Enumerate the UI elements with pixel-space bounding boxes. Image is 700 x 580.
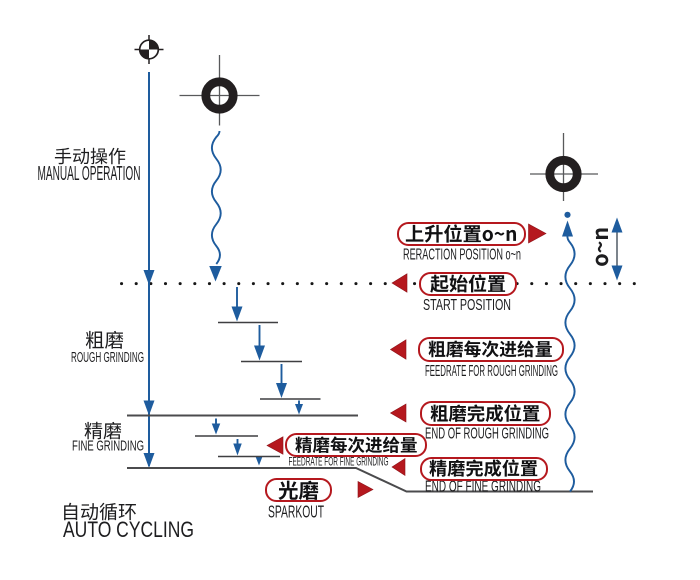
manual-operation-line	[143, 72, 155, 468]
approach-wave-arrow-icon	[209, 266, 222, 282]
center-mark-quadrant	[149, 40, 159, 50]
range-arrow-down-icon	[611, 265, 623, 281]
retraction-range-label	[595, 228, 609, 266]
level-lines	[127, 414, 593, 493]
marker-feed-rough-arrow-icon	[389, 339, 407, 360]
step-platform-lines	[195, 321, 321, 458]
callout-markers	[266, 223, 547, 498]
cjk-glyph-text	[429, 459, 538, 478]
manual-line-arrow-icon	[143, 270, 155, 285]
label-rough-cn	[85, 330, 124, 350]
approach-wave-path	[210, 130, 222, 265]
label-auto-en: AUTO CYCLING	[63, 517, 194, 542]
callout-end-rough-text	[430, 404, 540, 423]
callout-end-fine-subtitle: END OF FINE GRINDING	[425, 479, 541, 496]
label-manual-cn	[54, 147, 126, 165]
range-arrow-up-icon	[611, 217, 623, 233]
retraction-wave-path	[564, 236, 576, 493]
cjk-glyph-text	[294, 436, 417, 454]
callout-start-text	[429, 274, 506, 293]
grinding-wheel-icon-right	[530, 133, 598, 201]
feed-step-arrow-icon	[231, 306, 243, 322]
wheel-ring	[545, 155, 582, 193]
cjk-glyph-text	[277, 480, 318, 500]
cjk-glyph-text	[84, 422, 122, 440]
callout-end-rough-box	[419, 401, 551, 426]
retraction-range-arrow	[611, 217, 623, 281]
cjk-glyph-text	[54, 147, 126, 165]
callout-reaction-box	[396, 221, 526, 246]
feed-step-arrow-icon	[254, 345, 265, 361]
label-fine-en: FINE GRINDING	[72, 438, 144, 455]
callout-sparkout-box	[264, 478, 332, 502]
center-mark-quadrant	[139, 49, 149, 59]
wheel-approach-wavy-line	[209, 130, 222, 282]
cjk-glyph-text	[63, 502, 136, 521]
cjk-glyph-text	[405, 224, 516, 243]
callout-feed-rough-text	[428, 340, 553, 358]
cjk-glyph-text	[85, 330, 124, 349]
feed-step-arrow-icon	[255, 456, 263, 466]
callout-start-box	[418, 271, 517, 296]
wheel-ring	[201, 77, 238, 114]
feed-step-arrow-icon	[276, 383, 287, 398]
retraction-up-arrow-icon	[562, 220, 573, 237]
english-captions: MANUAL OPERATION ROUGH GRINDING FINE GRI…	[38, 163, 559, 542]
feed-step-arrow-icon	[233, 443, 242, 456]
callout-feed-fine-box	[284, 433, 427, 457]
marker-start-arrow-icon	[391, 273, 408, 293]
callout-feed-rough-subtitle: FEEDRATE FOR ROUGH GRINDING	[425, 363, 558, 380]
retraction-wavy-line	[562, 211, 576, 493]
feed-step-arrow-icon	[295, 404, 303, 415]
cjk-glyph-text	[429, 274, 505, 293]
callout-reaction-subtitle: RERACTION POSITION o~n	[403, 247, 521, 264]
label-fine-cn	[84, 421, 122, 440]
marker-feed-fine-arrow-icon	[266, 436, 284, 455]
marker-sparkout-arrow-icon	[357, 481, 374, 498]
label-auto-cn	[61, 502, 137, 521]
marker-end-fine-arrow-icon	[391, 457, 406, 477]
callout-end-rough-subtitle: END OF ROUGH GRINDING	[425, 426, 549, 443]
callout-feed-rough-box	[417, 337, 564, 362]
cjk-glyph-text	[430, 404, 540, 423]
marker-reaction-arrow-icon	[528, 223, 547, 244]
marker-end-rough-arrow-icon	[389, 403, 407, 423]
label-rough-en: ROUGH GRINDING	[71, 349, 144, 366]
callout-sparkout-subtitle: SPARKOUT	[268, 502, 324, 522]
callout-end-fine-text	[429, 459, 538, 478]
callout-feed-fine-subtitle: FEEDRATE FOR FINE GRINDING	[289, 455, 389, 469]
wheel-center-mark-icon	[134, 35, 164, 64]
end-of-fine-grinding-line	[127, 467, 593, 493]
feed-steps	[211, 287, 303, 466]
retraction-top-dot	[564, 211, 571, 218]
label-manual-en: MANUAL OPERATION	[38, 163, 141, 185]
callout-reaction-text	[405, 224, 517, 243]
callout-feed-fine-text	[294, 436, 418, 454]
cjk-glyph-text	[428, 340, 553, 358]
callout-start-subtitle: START POSITION	[423, 297, 511, 314]
callout-end-fine-box	[419, 456, 548, 481]
grinding-wheel-icon-top	[179, 55, 260, 126]
callout-sparkout-text	[277, 480, 319, 501]
manual-line-arrow-icon	[143, 453, 155, 468]
feed-step-arrow-icon	[211, 423, 221, 435]
manual-line-arrow-icon	[143, 400, 155, 416]
